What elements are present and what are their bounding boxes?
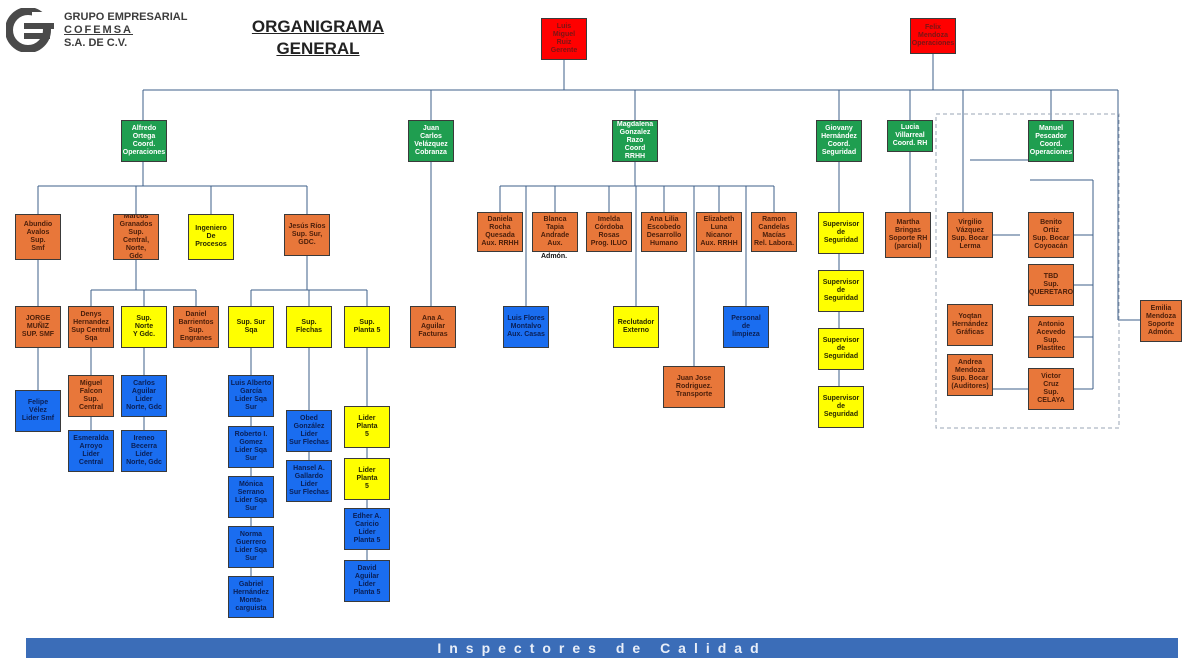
org-box-reclutador: Reclutador Externo bbox=[613, 306, 659, 348]
org-box-yoqtan: Yoqtan Hernández Gráficas bbox=[947, 304, 993, 346]
org-box-virgilio: Virgilio Vázquez Sup. Bocar Lerma bbox=[947, 212, 993, 258]
org-box-benito: Benito Ortiz Sup. Bocar Coyoacán bbox=[1028, 212, 1074, 258]
org-box-juan-jose: Juan Jose Rodriguez. Transporte bbox=[663, 366, 725, 408]
org-box-lider-p5a: Lider Planta 5 bbox=[344, 406, 390, 448]
org-box-edher: Edher A. Caricio Lider Planta 5 bbox=[344, 508, 390, 550]
title-line-2: GENERAL bbox=[276, 39, 360, 58]
org-box-imelda: Imelda Córdoba Rosas Prog. ILUO bbox=[586, 212, 632, 252]
company-line-3: S.A. DE C.V. bbox=[64, 37, 128, 49]
org-box-esmeralda: Esmeralda Arroyo Lider Central bbox=[68, 430, 114, 472]
org-box-tbd: TBD Sup. QUERETARO bbox=[1028, 264, 1074, 306]
org-box-giovany: Giovany Hernández Coord. Seguridad bbox=[816, 120, 862, 162]
company-name: GRUPO EMPRESARIAL COFEMSA S.A. DE C.V. bbox=[64, 11, 187, 50]
org-box-seg2: Supervisor de Seguridad bbox=[818, 270, 864, 312]
org-box-seg1: Supervisor de Seguridad bbox=[818, 212, 864, 254]
org-box-ireneo: Ireneo Becerra Lider Norte, Gdc bbox=[121, 430, 167, 472]
org-box-ingeniero: Ingeniero De Procesos bbox=[188, 214, 234, 260]
org-box-monica: Mónica Serrano Lider Sqa Sur bbox=[228, 476, 274, 518]
cofemsa-logo-icon bbox=[6, 8, 58, 52]
org-box-gabriel: Gabriel Hernández Monta- carguista bbox=[228, 576, 274, 618]
org-box-andrea: Andrea Mendoza Sup. Bocar (Auditores) bbox=[947, 354, 993, 396]
org-box-luis-flores: Luis Flores Montalvo Aux. Casas bbox=[503, 306, 549, 348]
org-box-ana-lilia: Ana Lilia Escobedo Desarrollo Humano bbox=[641, 212, 687, 252]
footer-banner: Inspectores de Calidad bbox=[26, 638, 1178, 658]
org-box-roberto: Roberto I. Gomez Lider Sqa Sur bbox=[228, 426, 274, 468]
org-box-marcos: Marcos Granados Sup. Central, Norte, Gdc bbox=[113, 214, 159, 260]
org-box-obed: Obed González Lider Sur Flechas bbox=[286, 410, 332, 452]
org-box-hansel: Hansel A. Gallardo Lider Sur Flechas bbox=[286, 460, 332, 502]
org-box-manuel: Manuel Pescador Coord. Operaciones bbox=[1028, 120, 1074, 162]
org-box-sup-planta: Sup. Planta 5 bbox=[344, 306, 390, 348]
org-box-antonio: Antonio Acevedo Sup. Plastitec bbox=[1028, 316, 1074, 358]
org-box-carlos: Carlos Aguilar Lider Norte, Gdc bbox=[121, 375, 167, 417]
org-box-sup-flechas: Sup. Flechas bbox=[286, 306, 332, 348]
org-box-luis-ruiz: Luis Miguel Ruiz Gerente bbox=[541, 18, 587, 60]
company-line-1: GRUPO EMPRESARIAL bbox=[64, 11, 188, 23]
org-box-luis-garcia: Luis Alberto García Lider Sqa Sur bbox=[228, 375, 274, 417]
org-box-seg3: Supervisor de Seguridad bbox=[818, 328, 864, 370]
title-line-1: ORGANIGRAMA bbox=[251, 17, 385, 36]
org-box-sup-norte: Sup. Norte Y Gdc. bbox=[121, 306, 167, 348]
org-box-david: David Aguilar Lider Planta 5 bbox=[344, 560, 390, 602]
org-box-ramon: Ramon Candelas Macías Rel. Labora. bbox=[751, 212, 797, 252]
org-box-jesus: Jesús Ríos Sup. Sur, GDC. bbox=[284, 214, 330, 256]
org-box-abundio: Abundio Avalos Sup. Smf bbox=[15, 214, 61, 260]
org-box-ana: Ana A. Aguilar Facturas bbox=[410, 306, 456, 348]
org-box-felix: Felix Mendoza Operaciones bbox=[910, 18, 956, 54]
org-box-juan-carlos: Juan Carlos Velázquez Cobranza bbox=[408, 120, 454, 162]
org-box-daniela: Daniela Rocha Quesada Aux. RRHH bbox=[477, 212, 523, 252]
org-box-martha: Martha Bringas Soporte RH (parcial) bbox=[885, 212, 931, 258]
admon-note: Admón. bbox=[541, 253, 568, 260]
org-box-personal: Personal de limpieza bbox=[723, 306, 769, 348]
org-box-miguel: Miguel Falcon Sup. Central bbox=[68, 375, 114, 417]
org-box-alfredo: Alfredo Ortega Coord. Operaciones bbox=[121, 120, 167, 162]
org-box-daniel: Daniel Barrientos Sup. Engranes bbox=[173, 306, 219, 348]
org-box-sup-sur: Sup. Sur Sqa bbox=[228, 306, 274, 348]
org-box-blanca: Blanca Tapia Andrade Aux. bbox=[532, 212, 578, 252]
org-box-seg4: Supervisor de Seguridad bbox=[818, 386, 864, 428]
org-box-lider-p5b: Lider Planta 5 bbox=[344, 458, 390, 500]
company-line-2: COFEMSA bbox=[64, 24, 133, 36]
org-box-felipe: Felipe Vélez Lider Smf bbox=[15, 390, 61, 432]
org-box-magdalena: Magdalena Gonzalez Razo Coord RRHH bbox=[612, 120, 658, 162]
org-box-victor: Victor Cruz Sup. CELAYA bbox=[1028, 368, 1074, 410]
org-box-norma: Norma Guerrero Lider Sqa Sur bbox=[228, 526, 274, 568]
org-box-lucia: Lucia Villarreal Coord. RH bbox=[887, 120, 933, 152]
page-title: ORGANIGRAMA GENERAL bbox=[228, 16, 408, 60]
org-box-jorge: JORGE MUÑIZ SUP. SMF bbox=[15, 306, 61, 348]
dashed-group-frame bbox=[935, 113, 1120, 429]
org-box-denys: Denys Hernandez Sup Central Sqa bbox=[68, 306, 114, 348]
org-box-emilia: Emilia Mendoza Soporte Admón. bbox=[1140, 300, 1182, 342]
org-box-elizabeth: Elizabeth Luna Nicanor Aux. RRHH bbox=[696, 212, 742, 252]
